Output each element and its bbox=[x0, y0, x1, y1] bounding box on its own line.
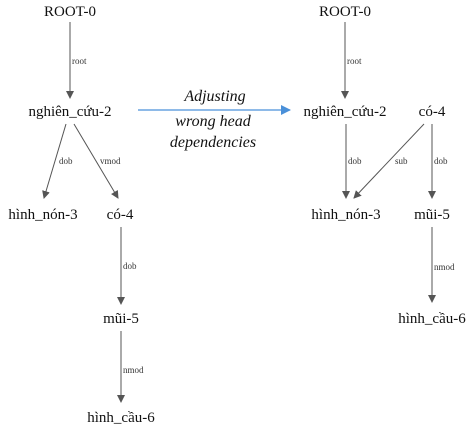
right-edge-label-sub: sub bbox=[395, 156, 408, 166]
left-edge-label-dob2: dob bbox=[123, 261, 137, 271]
right-edge-sub bbox=[353, 123, 425, 199]
right-edge-label-dob2: dob bbox=[434, 156, 448, 166]
left-node-hinh-cau: hình_cầu-6 bbox=[87, 410, 155, 426]
right-node-co: có-4 bbox=[419, 104, 446, 120]
adjustment-annotation: Adjusting wrong head dependencies bbox=[138, 88, 291, 151]
left-node-hinh-non: hình_nón-3 bbox=[8, 207, 77, 223]
left-node-co: có-4 bbox=[107, 207, 134, 223]
right-node-hinh-non: hình_nón-3 bbox=[311, 207, 380, 223]
right-tree: ROOT-0 root nghiên_cứu-2 có-4 dob sub do… bbox=[303, 4, 466, 327]
left-node-root: ROOT-0 bbox=[44, 4, 96, 20]
left-node-mui: mũi-5 bbox=[103, 311, 139, 327]
right-node-hinh-cau: hình_cầu-6 bbox=[398, 311, 466, 327]
left-edge-dob1 bbox=[42, 123, 67, 199]
caption-line-2: wrong head bbox=[175, 113, 251, 130]
left-edge-label-nmod: nmod bbox=[123, 365, 144, 375]
right-node-root: ROOT-0 bbox=[319, 4, 371, 20]
caption-line-1: Adjusting bbox=[183, 88, 245, 105]
left-edge-label-root: root bbox=[72, 56, 87, 66]
left-tree: ROOT-0 root nghiên_cứu-2 dob vmod hình_n… bbox=[8, 4, 155, 426]
left-edge-vmod bbox=[73, 123, 119, 199]
left-edge-label-vmod: vmod bbox=[100, 156, 121, 166]
caption-line-3: dependencies bbox=[170, 134, 256, 151]
right-edge-label-dob1: dob bbox=[348, 156, 362, 166]
right-node-nghien-cuu: nghiên_cứu-2 bbox=[303, 104, 386, 120]
left-node-nghien-cuu: nghiên_cứu-2 bbox=[28, 104, 111, 120]
right-edge-label-nmod: nmod bbox=[434, 262, 455, 272]
right-node-mui: mũi-5 bbox=[414, 207, 450, 223]
left-edge-label-dob1: dob bbox=[59, 156, 73, 166]
right-edge-label-root: root bbox=[347, 56, 362, 66]
